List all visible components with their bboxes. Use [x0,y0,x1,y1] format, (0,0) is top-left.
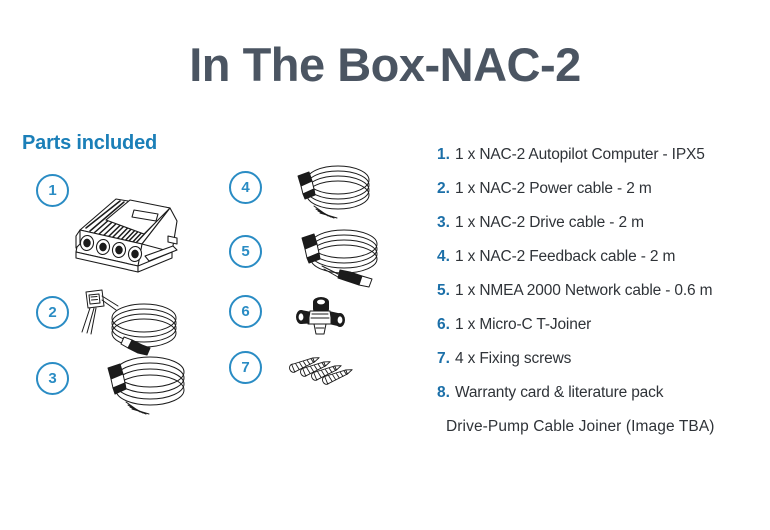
power-cable-illustration [78,288,198,356]
parts-included-heading: Parts included [22,132,158,154]
parts-list-item-number: 3. [437,214,450,231]
parts-list-item: 2. 1 x NAC-2 Power cable - 2 m [437,180,762,214]
callout-badge-6: 6 [229,295,262,328]
callout-badge-label: 4 [241,179,250,196]
callout-badge-7: 7 [229,351,262,384]
parts-list-item: 5. 1 x NMEA 2000 Network cable - 0.6 m [437,282,762,316]
parts-list-item-number: 4. [437,248,450,265]
parts-list-item: Drive-Pump Cable Joiner (Image TBA) [437,418,762,452]
callout-badge-3: 3 [36,362,69,395]
callout-badge-label: 7 [241,359,250,376]
parts-list-item-label: 4 x Fixing screws [454,350,572,367]
parts-list-item-label: 1 x Micro-C T-Joiner [454,316,592,333]
callout-badge-5: 5 [229,235,262,268]
parts-list-item-label: 1 x NAC-2 Autopilot Computer - IPX5 [454,146,705,163]
parts-list-item-number: 6. [437,316,450,333]
feedback-cable-illustration [288,160,388,226]
callout-badge-label: 1 [48,182,57,199]
parts-list-item: 6. 1 x Micro-C T-Joiner [437,316,762,350]
fixing-screws-illustration [288,352,354,392]
callout-badge-label: 2 [48,304,57,321]
parts-list-item-number: 5. [437,282,450,299]
parts-list-item-label: 1 x NAC-2 Feedback cable - 2 m [454,248,676,265]
page-title: In The Box-NAC-2 [189,38,581,91]
parts-list-item-number: 1. [437,146,450,163]
nac-2-autopilot-computer-illustration [46,186,196,286]
callout-badge-label: 6 [241,303,250,320]
callout-badge-label: 5 [241,243,250,260]
parts-list: 1. 1 x NAC-2 Autopilot Computer - IPX5 2… [437,146,762,452]
parts-list-item-label: 1 x NAC-2 Power cable - 2 m [454,180,652,197]
parts-list-item: 7. 4 x Fixing screws [437,350,762,384]
parts-list-item-number: 7. [437,350,450,367]
callout-badge-2: 2 [36,296,69,329]
drive-cable-illustration [96,350,206,422]
parts-list-item-number: 2. [437,180,450,197]
parts-list-item-label: 1 x NAC-2 Drive cable - 2 m [454,214,644,231]
parts-list-item: 4. 1 x NAC-2 Feedback cable - 2 m [437,248,762,282]
callout-badge-1: 1 [36,174,69,207]
parts-list-item-label: Warranty card & literature pack [454,384,664,401]
parts-list-item: 1. 1 x NAC-2 Autopilot Computer - IPX5 [437,146,762,180]
callout-badge-label: 3 [48,370,57,387]
parts-list-item-number: 8. [437,384,450,401]
parts-list-item: 8. Warranty card & literature pack [437,384,762,418]
callout-badge-4: 4 [229,171,262,204]
parts-list-item: 3. 1 x NAC-2 Drive cable - 2 m [437,214,762,248]
parts-list-item-label: Drive-Pump Cable Joiner (Image TBA) [446,418,715,435]
micro-c-t-joiner-illustration [292,296,348,340]
network-cable-illustration [288,226,398,294]
parts-list-item-label: 1 x NMEA 2000 Network cable - 0.6 m [454,282,713,299]
